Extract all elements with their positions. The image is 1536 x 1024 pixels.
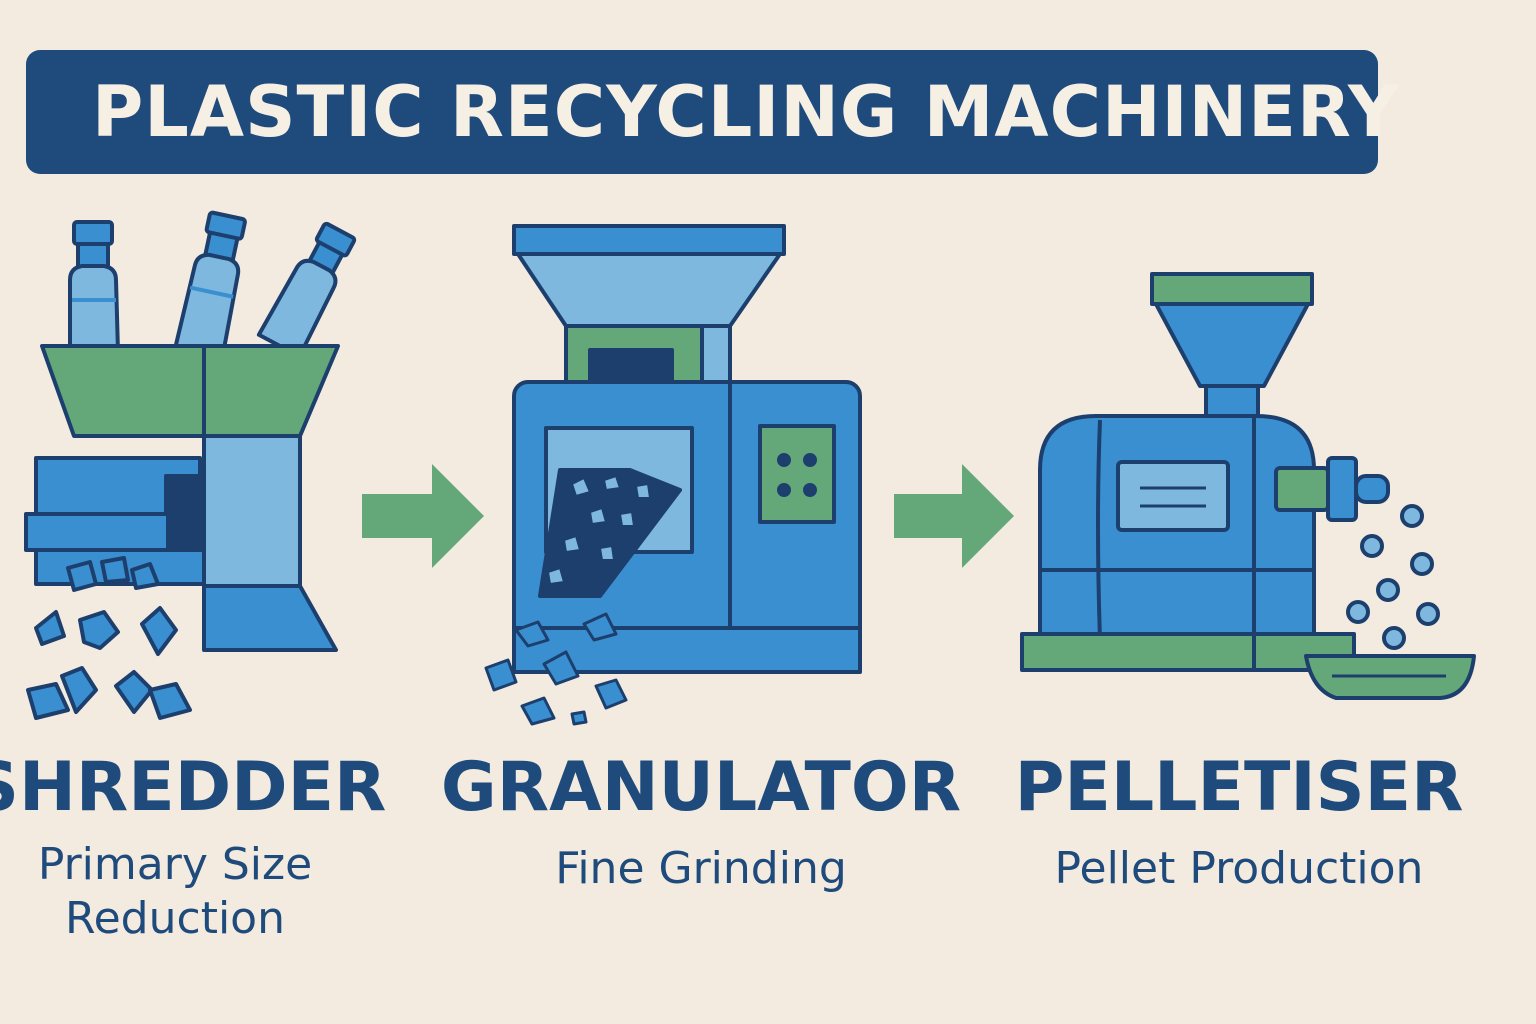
stage-description-line: Pellet Production [1054,843,1424,894]
stage-name-granulator: GRANULATOR [440,748,962,827]
stage-name-shredder: SHREDDER [0,748,387,827]
stage-description-line: Fine Grinding [555,843,847,894]
stage-description-line: Primary Size [37,839,313,890]
title-banner: PLASTIC RECYCLING MACHINERY [26,50,1399,174]
plastic-bottle-icon [68,220,120,354]
stage-description-pelletiser: Pellet Production [1004,842,1474,896]
arrow-right-icon [362,464,484,568]
stage-description-line: Reduction [65,893,285,944]
stage-description-granulator: Fine Grinding [436,842,966,896]
shredder-machine-icon [24,210,357,720]
granulator-machine-icon [484,224,862,726]
plastic-bottle-icon [173,210,247,358]
pelletiser-machine-icon [1020,272,1476,700]
stage-description-shredder: Primary Size Reduction [0,838,380,946]
plastic-bottle-icon [256,221,357,359]
stage-name-pelletiser: PELLETISER [1014,748,1464,827]
page-title: PLASTIC RECYCLING MACHINERY [92,71,1400,153]
arrow-right-icon [894,464,1014,568]
